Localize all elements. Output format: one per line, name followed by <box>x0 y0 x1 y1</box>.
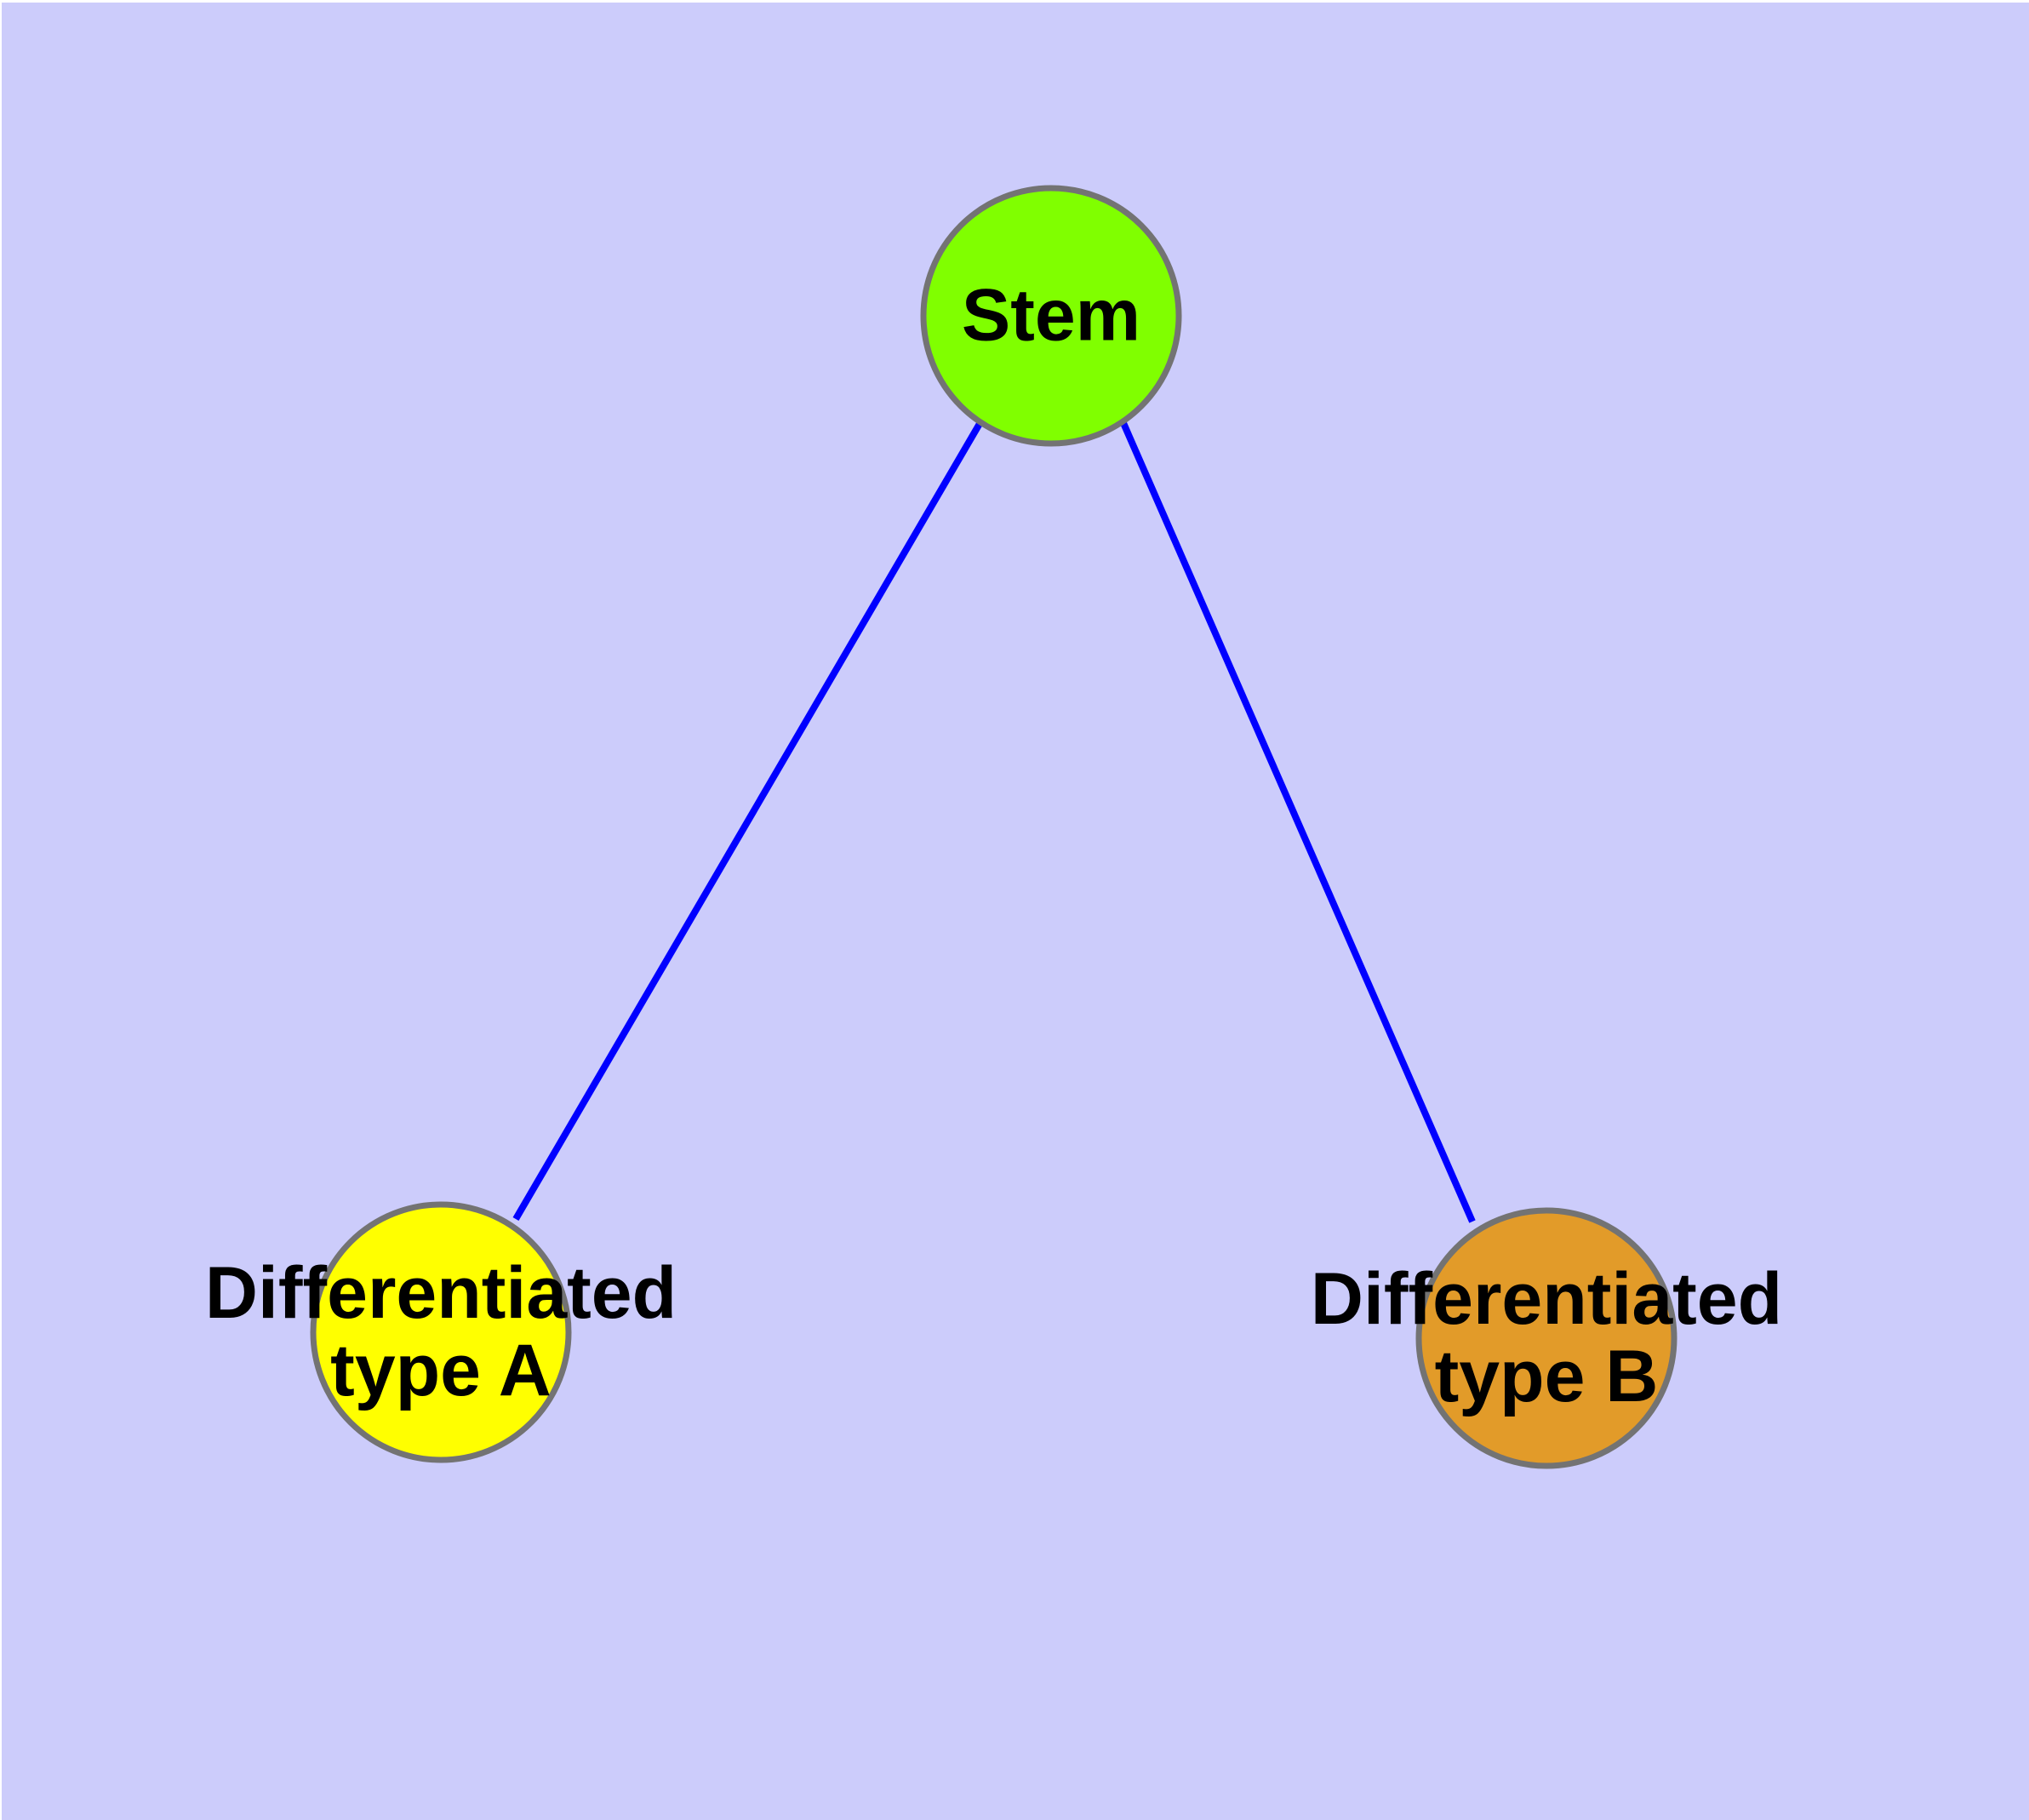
node-stem[interactable] <box>920 185 1182 447</box>
edge-layer <box>512 420 1476 1223</box>
node-differentiated-type-b[interactable] <box>1415 1207 1677 1469</box>
node-differentiated-type-a[interactable] <box>310 1201 572 1463</box>
node-layer <box>310 185 1677 1469</box>
edge-stem-to-differentiated-type-a <box>512 420 984 1222</box>
edge-stem-to-differentiated-type-b <box>1120 421 1476 1223</box>
